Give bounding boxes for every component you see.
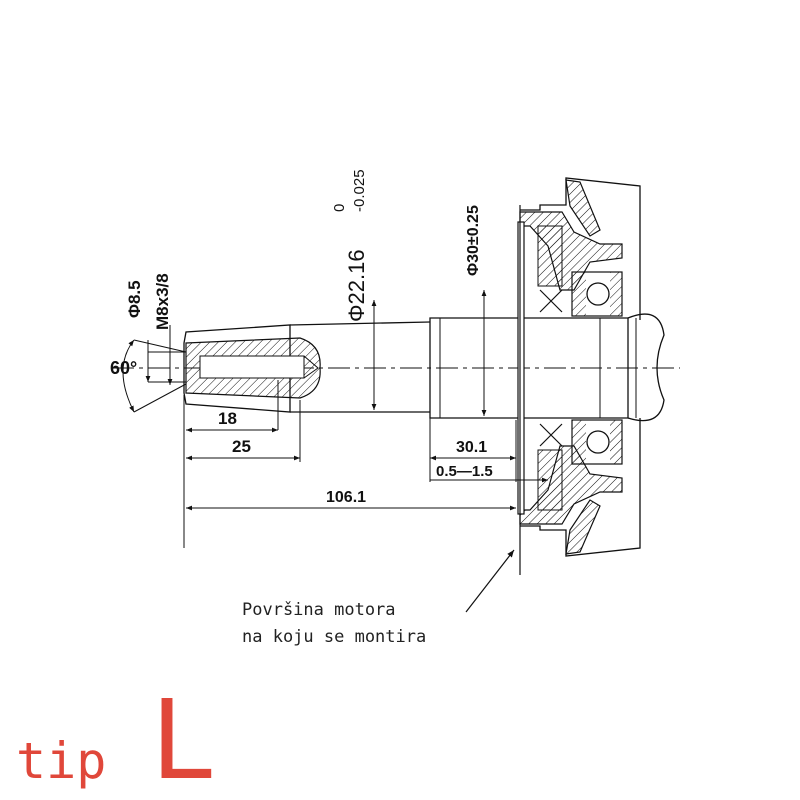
type-label-letter: L <box>150 676 216 800</box>
angle-arc <box>122 339 135 413</box>
dim-hole-dia: Φ8.5 <box>125 280 144 318</box>
angle-leg <box>133 383 187 413</box>
shaft-main <box>429 317 629 419</box>
dim-shaft-tol-upper: 0 <box>331 204 348 212</box>
dim-hole-depth: 25 <box>232 437 251 456</box>
bearing-ball-lower <box>586 430 610 454</box>
mounting-note-line2: na koju se montira <box>242 627 426 647</box>
dim-shaft-tol-lower: -0.025 <box>351 169 368 212</box>
housing-hatch-lower-b <box>565 499 601 555</box>
seal-upper <box>537 225 563 287</box>
dim-thread-depth: 18 <box>218 409 237 428</box>
mounting-plate <box>517 221 525 515</box>
housing-hatch-upper <box>519 211 623 291</box>
type-label-prefix: tip <box>16 732 106 790</box>
housing-outline <box>520 177 641 320</box>
dim-shaft-dia: Φ22.16 <box>344 249 369 322</box>
bearing-ball-upper <box>586 282 610 306</box>
bearing-hatch-upper <box>572 272 622 316</box>
housing-hatch-upper-b <box>565 179 601 237</box>
bore-hole <box>199 355 305 379</box>
dim-shoulder: 30.1 <box>456 439 487 456</box>
housing-hatch-lower <box>519 445 623 525</box>
dim-gap: 0.5—1.5 <box>436 463 493 480</box>
dim-angle: 60° <box>110 358 137 378</box>
leader-arrow <box>465 549 515 613</box>
dim-thread: M8x3/8 <box>153 273 172 330</box>
seal-x-upper <box>539 289 563 313</box>
dim-overall: 106.1 <box>326 489 366 506</box>
dim-bearing-dia: Φ30±0.25 <box>465 205 482 276</box>
angle-leg <box>133 339 187 353</box>
shaft-break <box>627 313 665 422</box>
bore-tip <box>303 355 319 379</box>
shaft-neck <box>289 321 431 413</box>
mounting-note-line1: Površina motora <box>242 600 396 620</box>
housing-outline <box>520 418 641 557</box>
bearing-hatch-lower <box>572 420 622 464</box>
seal-x-lower <box>539 423 563 447</box>
